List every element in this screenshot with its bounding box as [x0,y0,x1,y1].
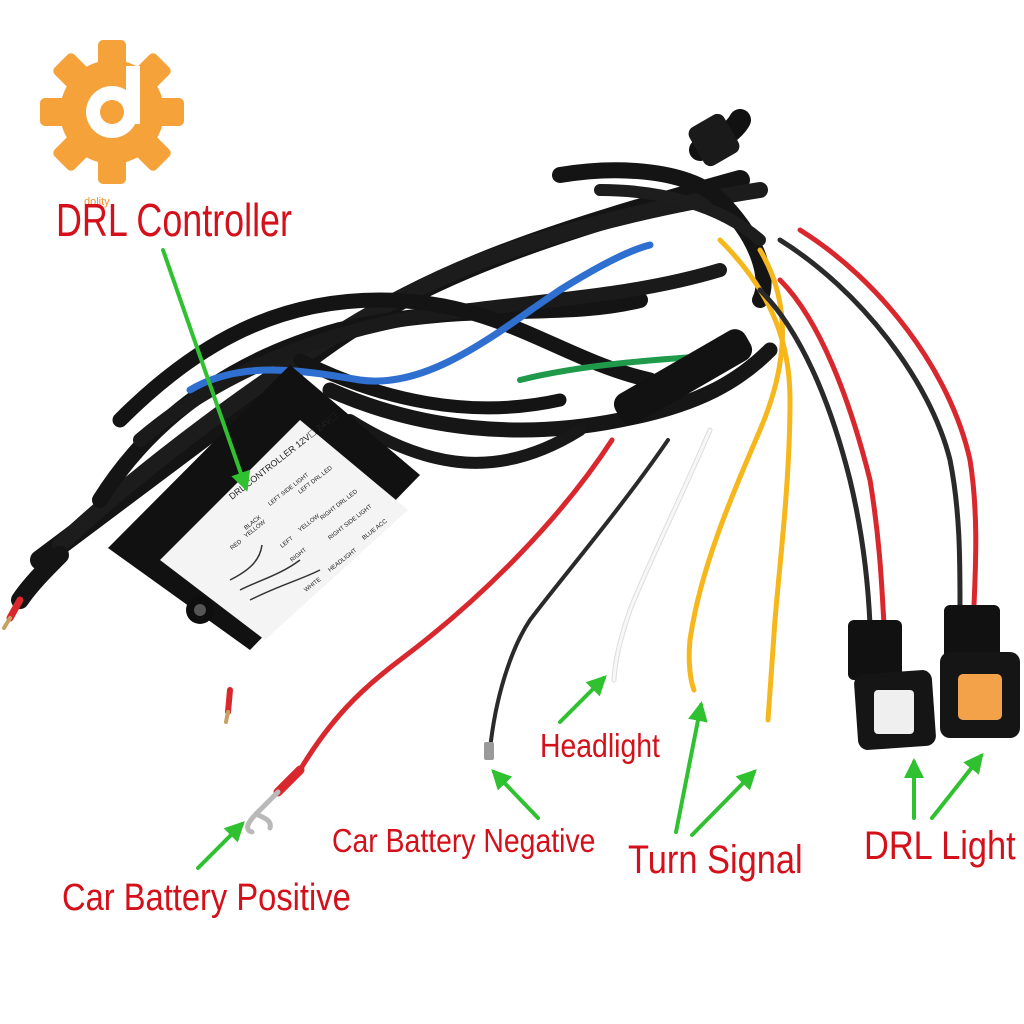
drl-connector-right [940,605,1020,738]
car-battery-negative-label: Car Battery Negative [332,822,596,859]
red-wire-positive [297,437,615,773]
fork-terminal [245,789,281,835]
arrow-car-battery-positive [196,821,245,870]
gear-d-logo-icon [40,40,184,184]
drl-light-label: DRL Light [864,824,1016,868]
negative-pin-terminal [484,742,494,760]
arrow-drl-light-2 [930,752,984,820]
white-wire-headlight [611,427,713,683]
blue-wire [186,241,654,394]
drl-connector-left [848,620,936,750]
arrow-turn-signal-1 [674,701,708,834]
turn-signal-label: Turn Signal [628,838,803,882]
logo-text: dolity [84,196,110,208]
red-wire-drl-1 [777,277,887,628]
annotation-arrows [161,248,984,870]
red-wire-drl-2 [797,227,979,608]
car-battery-positive-label: Car Battery Positive [62,877,351,919]
arrow-car-battery-negative [491,769,540,820]
arrow-drl-controller [161,248,251,492]
drl-controller-box [108,365,420,650]
black-wire-negative [488,438,670,752]
headlight-label: Headlight [540,727,660,764]
yellow-wire-1 [686,247,785,693]
drl-controller-label: DRL Controller [56,194,292,246]
yellow-wire-2 [717,237,793,723]
black-wire-drl-2 [777,237,963,608]
top-plug-connector [688,113,740,167]
inline-fuse-holder [613,329,753,425]
arrow-turn-signal-2 [690,769,757,837]
black-wire-drl-1 [757,287,873,628]
arrow-headlight [558,675,607,724]
